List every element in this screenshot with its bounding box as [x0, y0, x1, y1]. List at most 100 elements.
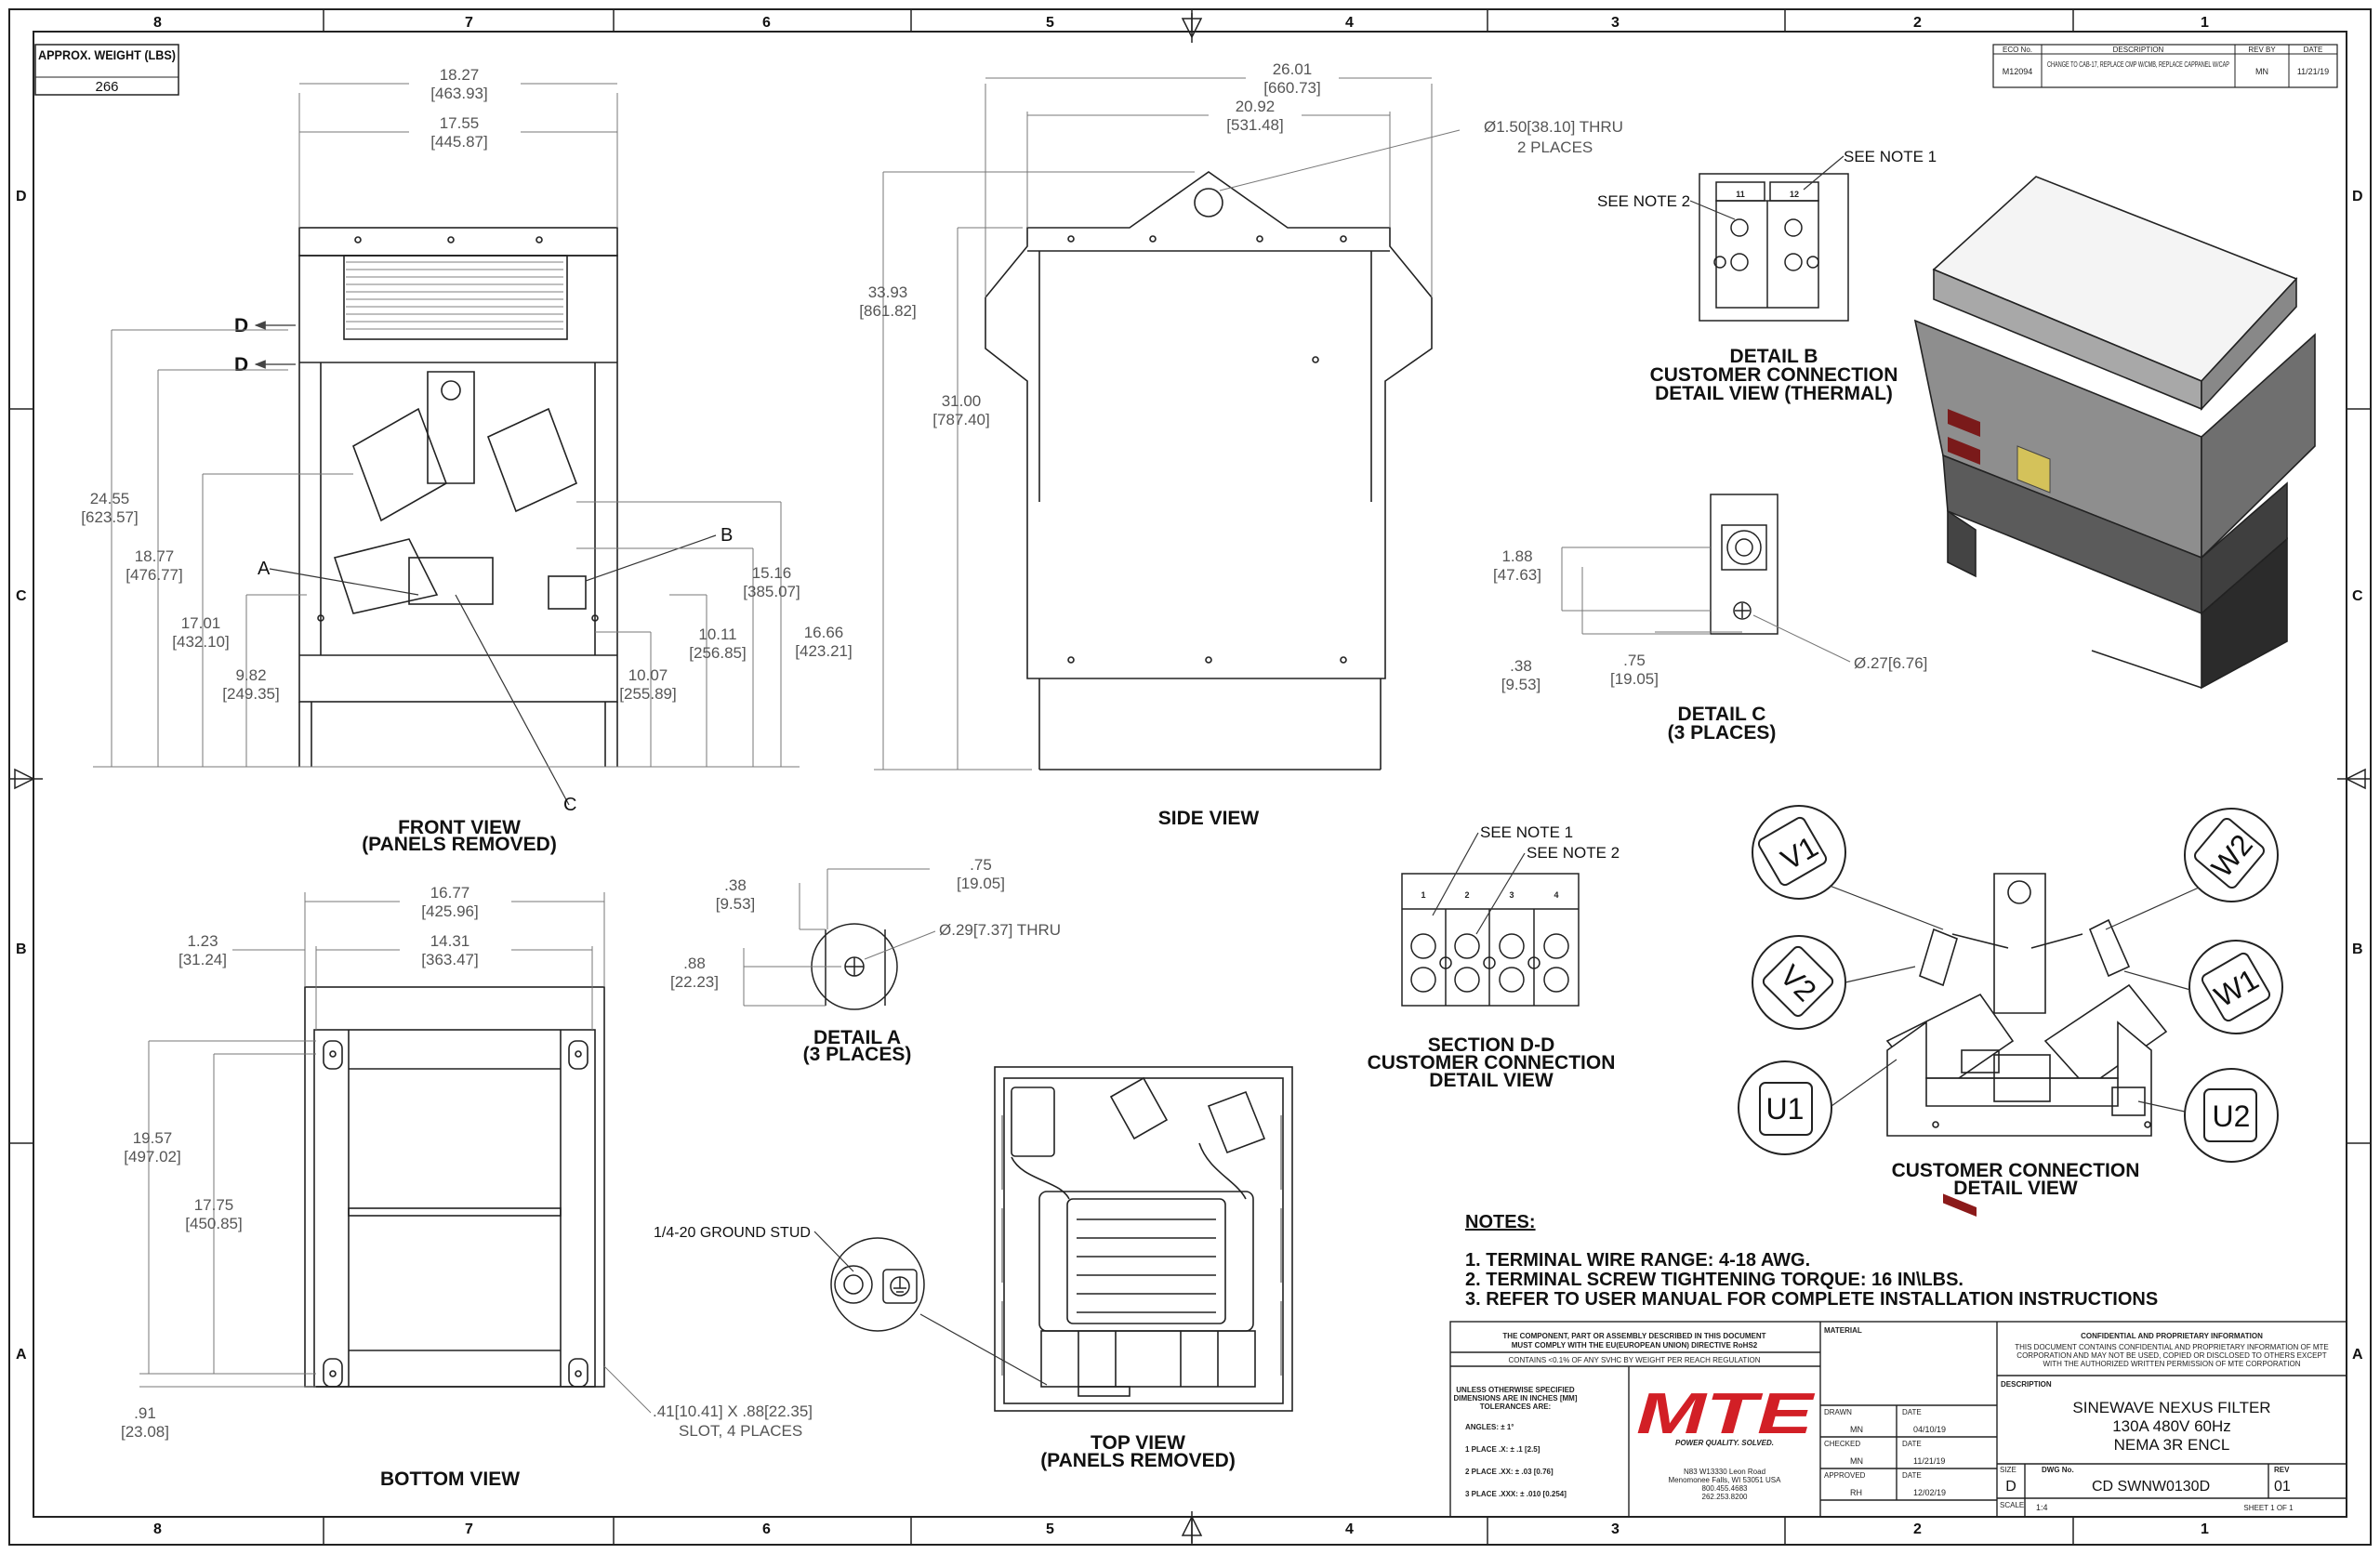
detail-a-dim-lines: [743, 868, 936, 1007]
drawn-date-label: DATE: [1902, 1408, 1922, 1416]
rev-eco: M12094: [2003, 67, 2033, 76]
dim-a-88: .88: [683, 955, 706, 972]
lifting-hole-spec: Ø1.50[38.10] THRU: [1484, 118, 1623, 136]
detail-b-line3: DETAIL VIEW (THERMAL): [1655, 383, 1893, 404]
detail-c-dim-lines: [1561, 547, 1851, 663]
dim-front-width-inner-mm: [445.87]: [430, 133, 487, 151]
approved-date: 12/02/19: [1913, 1488, 1946, 1497]
checked-label: CHECKED: [1824, 1440, 1860, 1448]
section-dd-term-1: 1: [1421, 890, 1425, 900]
rev-value: 01: [2274, 1479, 2291, 1495]
tolerance-1place: 1 PLACE .X: ± .1 [2.5]: [1465, 1445, 1540, 1454]
dim-side-height: 31.00: [942, 392, 982, 410]
dim-front-h1-mm: [623.57]: [81, 508, 138, 526]
section-dd-see-note-1: SEE NOTE 1: [1480, 823, 1573, 841]
section-dd-term-3: 3: [1509, 890, 1514, 900]
drawn-label: DRAWN: [1824, 1408, 1852, 1416]
dim-side-depth-inner: 20.92: [1236, 98, 1276, 115]
note-2: 2. TERMINAL SCREW TIGHTENING TORQUE: 16 …: [1465, 1270, 1964, 1290]
customer-connection-view: [1885, 873, 2168, 1137]
section-dd-line2: CUSTOMER CONNECTION: [1368, 1052, 1616, 1073]
dim-c-188: 1.88: [1501, 547, 1532, 565]
dim-front-width-overall-mm: [463.93]: [430, 85, 487, 102]
phase-u1: U1: [1766, 1092, 1805, 1126]
dim-side-depth-inner-mm: [531.48]: [1226, 116, 1283, 134]
col-label-top: 7: [465, 15, 473, 31]
col-label-bottom: 3: [1611, 1521, 1620, 1537]
row-label-left: A: [16, 1347, 27, 1363]
dim-bottom-depth-mm: [497.02]: [124, 1148, 180, 1166]
section-dd-see-note-2: SEE NOTE 2: [1527, 844, 1620, 862]
detail-b-leaders: [1689, 155, 1844, 220]
dim-c-75: .75: [1623, 652, 1646, 669]
col-label-top: 1: [2201, 15, 2209, 31]
front-view-callouts: [254, 321, 717, 806]
dim-side-depth-overall-mm: [660.73]: [1263, 79, 1320, 97]
dim-bottom-slot-depth-mm: [450.85]: [185, 1215, 242, 1232]
drawn-by: MN: [1850, 1425, 1863, 1434]
checked-date-label: DATE: [1902, 1440, 1922, 1448]
dim-a-88-mm: [22.23]: [670, 973, 719, 991]
ground-stud-label: 1/4-20 GROUND STUD: [654, 1225, 811, 1241]
tolerance-2: DIMENSIONS ARE IN INCHES [MM]: [1453, 1394, 1577, 1403]
customer-connection-subtitle: DETAIL VIEW: [1953, 1178, 2078, 1199]
detail-a-subtitle: (3 PLACES): [803, 1044, 912, 1065]
size-value: D: [2005, 1479, 2016, 1495]
col-label-bottom: 8: [153, 1521, 162, 1537]
drawn-date: 04/10/19: [1913, 1425, 1946, 1434]
note-3: 3. REFER TO USER MANUAL FOR COMPLETE INS…: [1465, 1289, 2158, 1310]
detail-b-term-11: 11: [1736, 190, 1745, 199]
col-label-bottom: 2: [1913, 1521, 1922, 1537]
rev-label: REV: [2274, 1466, 2290, 1474]
dim-a-hole: Ø.29[7.37] THRU: [939, 921, 1061, 939]
dim-front-h7-mm: [255.89]: [619, 685, 676, 703]
dim-front-h8-mm: [423.21]: [795, 642, 852, 660]
dim-bottom-slot-depth: 17.75: [194, 1196, 234, 1214]
confidential-3: WITH THE AUTHORIZED WRITTEN PERMISSION O…: [2043, 1360, 2300, 1368]
phase-u2: U2: [2213, 1100, 2251, 1133]
dim-bottom-slot: .41[10.41] X .88[22.35]: [653, 1403, 813, 1420]
dim-c-188-mm: [47.63]: [1493, 566, 1541, 584]
dim-bottom-width: 16.77: [430, 884, 470, 902]
dim-a-75-mm: [19.05]: [957, 875, 1005, 892]
sheet-number: SHEET 1 OF 1: [2243, 1504, 2294, 1512]
scale-value: 1:4: [2036, 1503, 2048, 1512]
callout-b: B: [721, 525, 733, 546]
top-view-subtitle: (PANELS REMOVED): [1040, 1450, 1236, 1471]
dim-front-h6-mm: [256.85]: [689, 644, 746, 662]
dim-bottom-slot-qty: SLOT, 4 PLACES: [679, 1422, 802, 1440]
dim-front-h2: 18.77: [135, 547, 175, 565]
col-label-top: 4: [1345, 15, 1354, 31]
col-label-top: 6: [762, 15, 771, 31]
dim-front-h3-mm: [432.10]: [172, 633, 229, 651]
description-2: 130A 480V 60Hz: [2112, 1417, 2231, 1435]
checked-date: 11/21/19: [1913, 1456, 1945, 1466]
col-label-bottom: 7: [465, 1521, 473, 1537]
dim-side-height-overall: 33.93: [868, 283, 908, 301]
rev-description: CHANGE TO CAB-17, REPLACE CMP W/CMB, REP…: [2047, 60, 2229, 69]
description-1: SINEWAVE NEXUS FILTER: [2072, 1399, 2270, 1416]
dim-front-h5-mm: [385.07]: [743, 583, 800, 600]
revision-table: ECO No. DESCRIPTION REV BY DATE M12094 C…: [1992, 44, 2338, 88]
dim-c-75-mm: [19.05]: [1610, 670, 1659, 688]
detail-c-dims: 1.88 [47.63] .38 [9.53] .75 [19.05] Ø.27…: [1493, 547, 1927, 693]
rev-header-description: DESCRIPTION: [2113, 46, 2164, 54]
rev-header-by: REV BY: [2248, 46, 2276, 54]
description-label: DESCRIPTION: [2001, 1380, 2052, 1389]
callout-c: C: [563, 795, 576, 815]
tolerance-angles: ANGLES: ± 1°: [1465, 1423, 1514, 1431]
scale-label: SCALE: [2000, 1501, 2024, 1509]
size-label: SIZE: [2000, 1466, 2016, 1474]
dim-front-h6: 10.11: [698, 626, 736, 643]
bottom-dim-lines: [139, 892, 652, 1414]
approved-by: RH: [1850, 1488, 1862, 1497]
dim-front-h1: 24.55: [90, 490, 130, 507]
section-dd-term-4: 4: [1554, 890, 1558, 900]
title-block-text: THE COMPONENT, PART OR ASSEMBLY DESCRIBE…: [1453, 1326, 2328, 1512]
bottom-view-title: BOTTOM VIEW: [380, 1468, 520, 1490]
dwg-label: DWG No.: [2042, 1466, 2074, 1474]
weight-box: APPROX. WEIGHT (LBS) 266: [34, 44, 179, 96]
dim-a-75: .75: [970, 856, 992, 874]
col-label-bottom: 1: [2201, 1521, 2209, 1537]
customer-connection-title: CUSTOMER CONNECTION: [1892, 1160, 2140, 1181]
